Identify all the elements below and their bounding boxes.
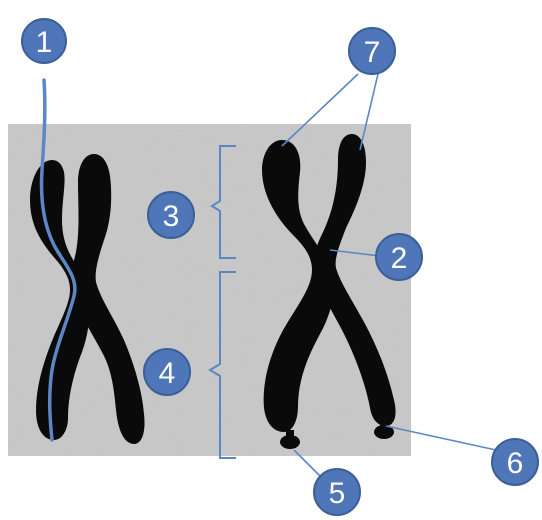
marker-4: 4 [143, 348, 191, 396]
marker-3-label: 3 [163, 200, 180, 233]
satellite-left [280, 435, 300, 449]
marker-7-label: 7 [364, 36, 381, 69]
marker-6-label: 6 [507, 447, 524, 480]
bracket-long-arm [208, 271, 236, 459]
satellite-right-stalk [380, 420, 388, 428]
marker-5: 5 [313, 468, 361, 516]
leader-lines [281, 73, 497, 479]
bracket-short-arm [210, 145, 236, 259]
satellite-left-stalk [286, 430, 294, 438]
marker-2-label: 2 [391, 242, 408, 275]
marker-2: 2 [375, 233, 423, 281]
leader-7a [281, 73, 359, 147]
leader-7b [359, 73, 379, 151]
right-chromosome [262, 134, 396, 449]
marker-3: 3 [147, 191, 195, 239]
leader-5 [293, 449, 323, 479]
marker-1: 1 [21, 18, 67, 64]
marker-5-label: 5 [329, 477, 346, 510]
marker-7: 7 [348, 27, 396, 75]
marker-6: 6 [491, 438, 539, 486]
satellite-right [374, 425, 394, 439]
chromatid-line [39, 78, 77, 442]
marker-4-label: 4 [159, 357, 176, 390]
marker-1-label: 1 [36, 26, 53, 59]
left-chromosome [30, 154, 145, 444]
leader-2 [329, 249, 381, 257]
leader-6 [385, 425, 497, 451]
